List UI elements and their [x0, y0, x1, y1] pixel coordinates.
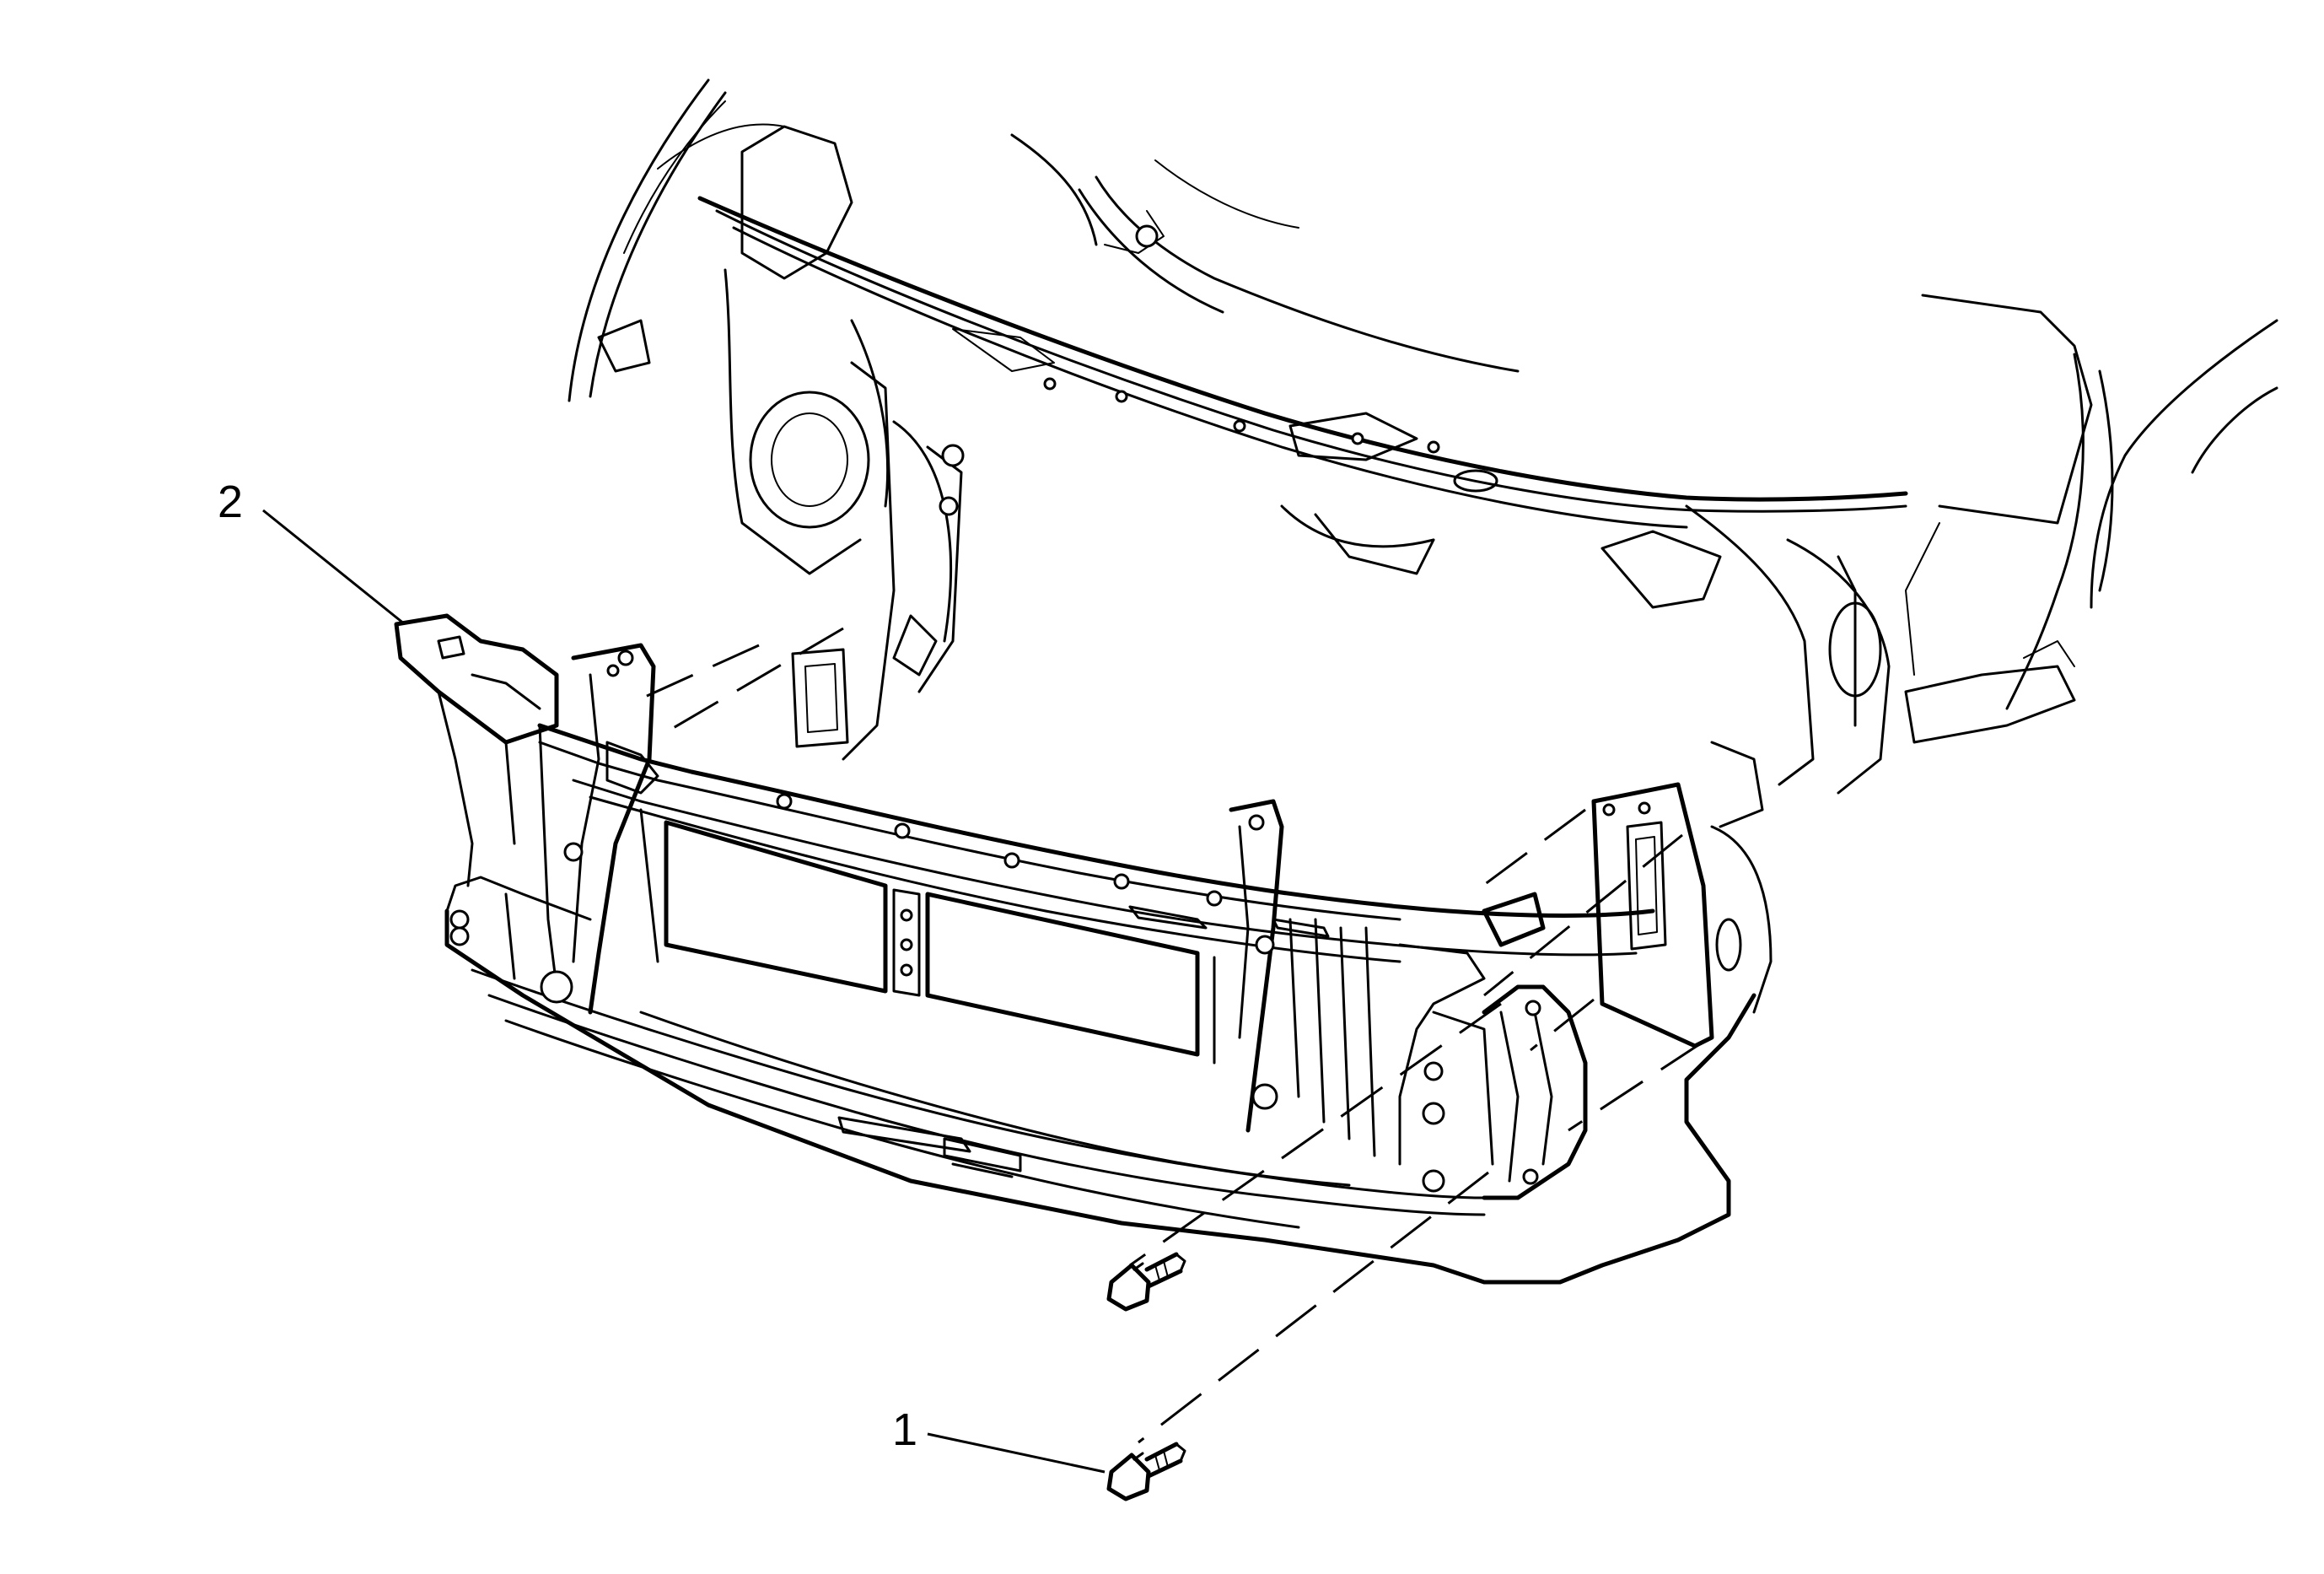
callout-1-label: 1 — [892, 1404, 917, 1455]
callout-1-leader — [927, 1432, 1106, 1474]
bolt-upper — [1106, 1252, 1186, 1312]
upper-body-structure — [568, 78, 2278, 828]
callout-1: 1 — [892, 1404, 1106, 1474]
bolt-lower — [1106, 1442, 1186, 1501]
callout-2: 2 — [218, 477, 406, 626]
radiator-support — [394, 613, 1773, 1285]
callout-2-label: 2 — [218, 477, 243, 527]
alignment-lines — [627, 627, 1704, 1444]
callout-2-leader — [262, 509, 406, 626]
